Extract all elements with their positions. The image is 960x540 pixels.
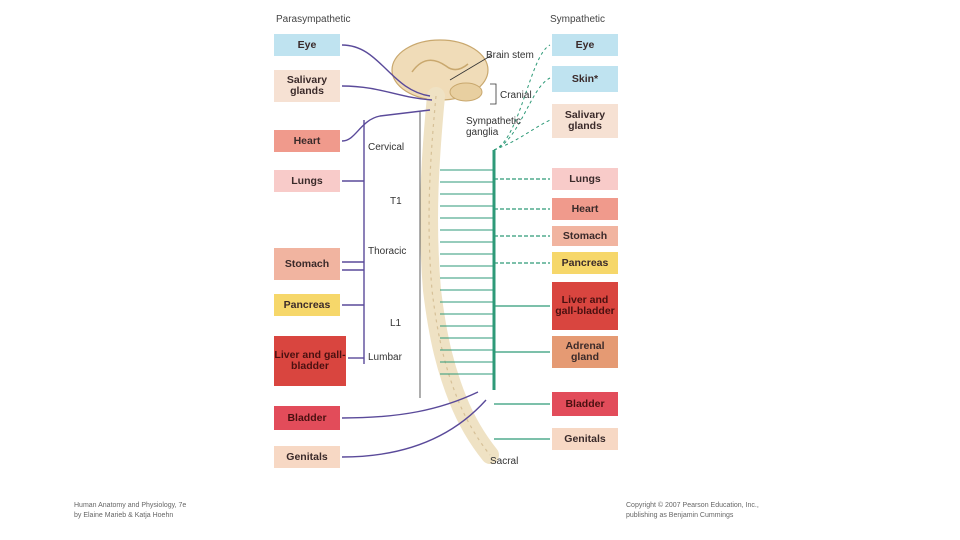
brain-fold bbox=[411, 59, 469, 73]
symp-lungs-box: Lungs bbox=[552, 168, 618, 190]
parasympathetic-header: Parasympathetic bbox=[276, 14, 351, 25]
para-nerve-genitals bbox=[341, 399, 487, 458]
copyright-line2: publishing as Benjamin Cummings bbox=[626, 512, 734, 519]
symp-pancreas-box: Pancreas bbox=[552, 252, 618, 274]
para-genitals-box: Genitals bbox=[274, 446, 340, 468]
cranial-bracket bbox=[490, 83, 497, 105]
para-heart-box: Heart bbox=[274, 130, 340, 152]
t1-label: T1 bbox=[390, 196, 402, 207]
symp-nerve-skin bbox=[493, 77, 551, 151]
vertebrae bbox=[428, 95, 491, 456]
symp-skin-box: Skin* bbox=[552, 66, 618, 92]
sympathetic-header: Sympathetic bbox=[550, 14, 606, 25]
symp-liver-gallbladder-box: Liver and gall-bladder bbox=[552, 282, 618, 330]
brain-stem-pointer bbox=[449, 54, 493, 81]
symp-bladder-box: Bladder bbox=[552, 392, 618, 416]
symp-eye-box: Eye bbox=[552, 34, 618, 56]
para-eye-box: Eye bbox=[274, 34, 340, 56]
copyright-line1: Copyright © 2007 Pearson Education, Inc.… bbox=[626, 502, 759, 509]
para-stomach-box: Stomach bbox=[274, 248, 340, 280]
para-nerve-eye bbox=[341, 44, 431, 97]
cervical-label: Cervical bbox=[368, 142, 405, 153]
spinal-column bbox=[420, 87, 499, 464]
para-nerve-heart bbox=[341, 109, 431, 142]
symp-nerve-eye bbox=[493, 44, 551, 151]
book-credit: Human Anatomy and Physiology, 7e by Elai… bbox=[74, 501, 186, 521]
l1-label: L1 bbox=[390, 318, 402, 329]
symp-adrenal-gland-box: Adrenal gland bbox=[552, 336, 618, 368]
sympathetic-ganglia-label: Sympathetic ganglia bbox=[466, 116, 522, 138]
symp-heart-box: Heart bbox=[552, 198, 618, 220]
para-lungs-box: Lungs bbox=[274, 170, 340, 192]
symp-nerve-salivary bbox=[493, 119, 551, 151]
thoracic-label: Thoracic bbox=[368, 246, 407, 257]
para-pancreas-box: Pancreas bbox=[274, 294, 340, 316]
para-bladder-box: Bladder bbox=[274, 406, 340, 430]
sacral-label: Sacral bbox=[490, 456, 519, 467]
para-nerve-bladder bbox=[341, 391, 479, 419]
para-salivary-glands-box: Salivary glands bbox=[274, 70, 340, 102]
book-credit-line1: Human Anatomy and Physiology, 7e bbox=[74, 502, 187, 509]
para-liver-gallbladder-box: Liver and gall-bladder bbox=[274, 336, 346, 386]
cerebellum bbox=[449, 82, 483, 102]
copyright-credit: Copyright © 2007 Pearson Education, Inc.… bbox=[626, 501, 759, 521]
book-credit-line2: by Elaine Marieb & Katja Hoehn bbox=[74, 512, 174, 519]
lumbar-label: Lumbar bbox=[368, 352, 402, 363]
para-nerve-salivary bbox=[341, 85, 433, 101]
brain-stem-label: Brain stem bbox=[486, 50, 534, 61]
cranial-label: Cranial bbox=[500, 90, 532, 101]
symp-genitals-box: Genitals bbox=[552, 428, 618, 450]
symp-stomach-box: Stomach bbox=[552, 226, 618, 246]
symp-salivary-glands-box: Salivary glands bbox=[552, 104, 618, 138]
